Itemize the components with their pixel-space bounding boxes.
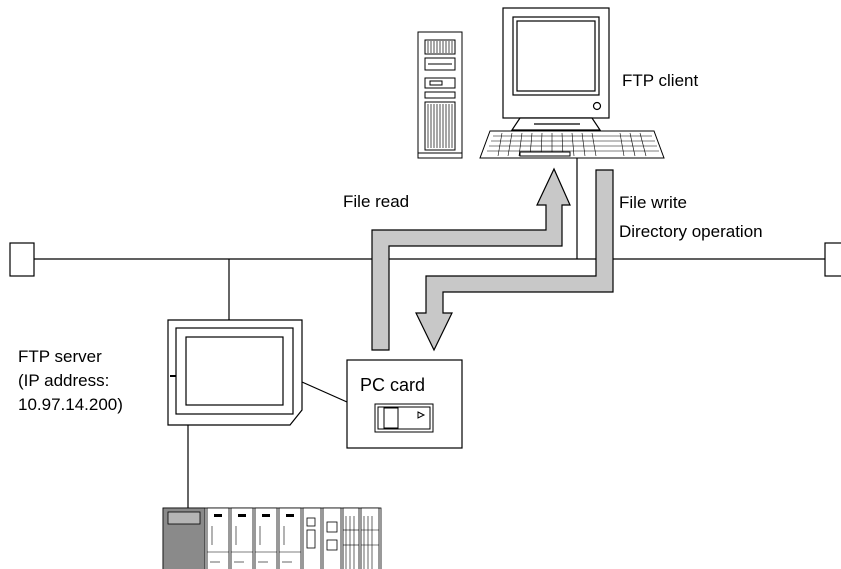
ftp-server-line2: (IP address: [18,371,110,390]
file-write-label: File write [619,193,688,212]
ftp-client-label: FTP client [622,71,699,90]
keyboard-icon [479,130,665,159]
tower-pc-icon [417,31,463,159]
ftp-server-label: FTP server (IP address: 10.97.14.200) [18,345,123,417]
panel-to-card-line [301,381,348,403]
plc-rack-icon [162,507,382,569]
got-panel-icon [167,319,303,426]
file-write-arrow [415,169,614,352]
right-terminator-icon [824,242,841,277]
pc-card-label: PC card [360,375,426,395]
pc-card-icon [374,403,434,433]
file-read-arrow [371,167,571,351]
ftp-server-line1: FTP server [18,347,102,366]
file-read-label: File read [343,192,410,211]
monitor-icon [502,7,610,131]
directory-operation-label: Directory operation [619,222,763,241]
ftp-server-line3: 10.97.14.200) [18,395,123,414]
left-terminator-icon [9,242,35,277]
